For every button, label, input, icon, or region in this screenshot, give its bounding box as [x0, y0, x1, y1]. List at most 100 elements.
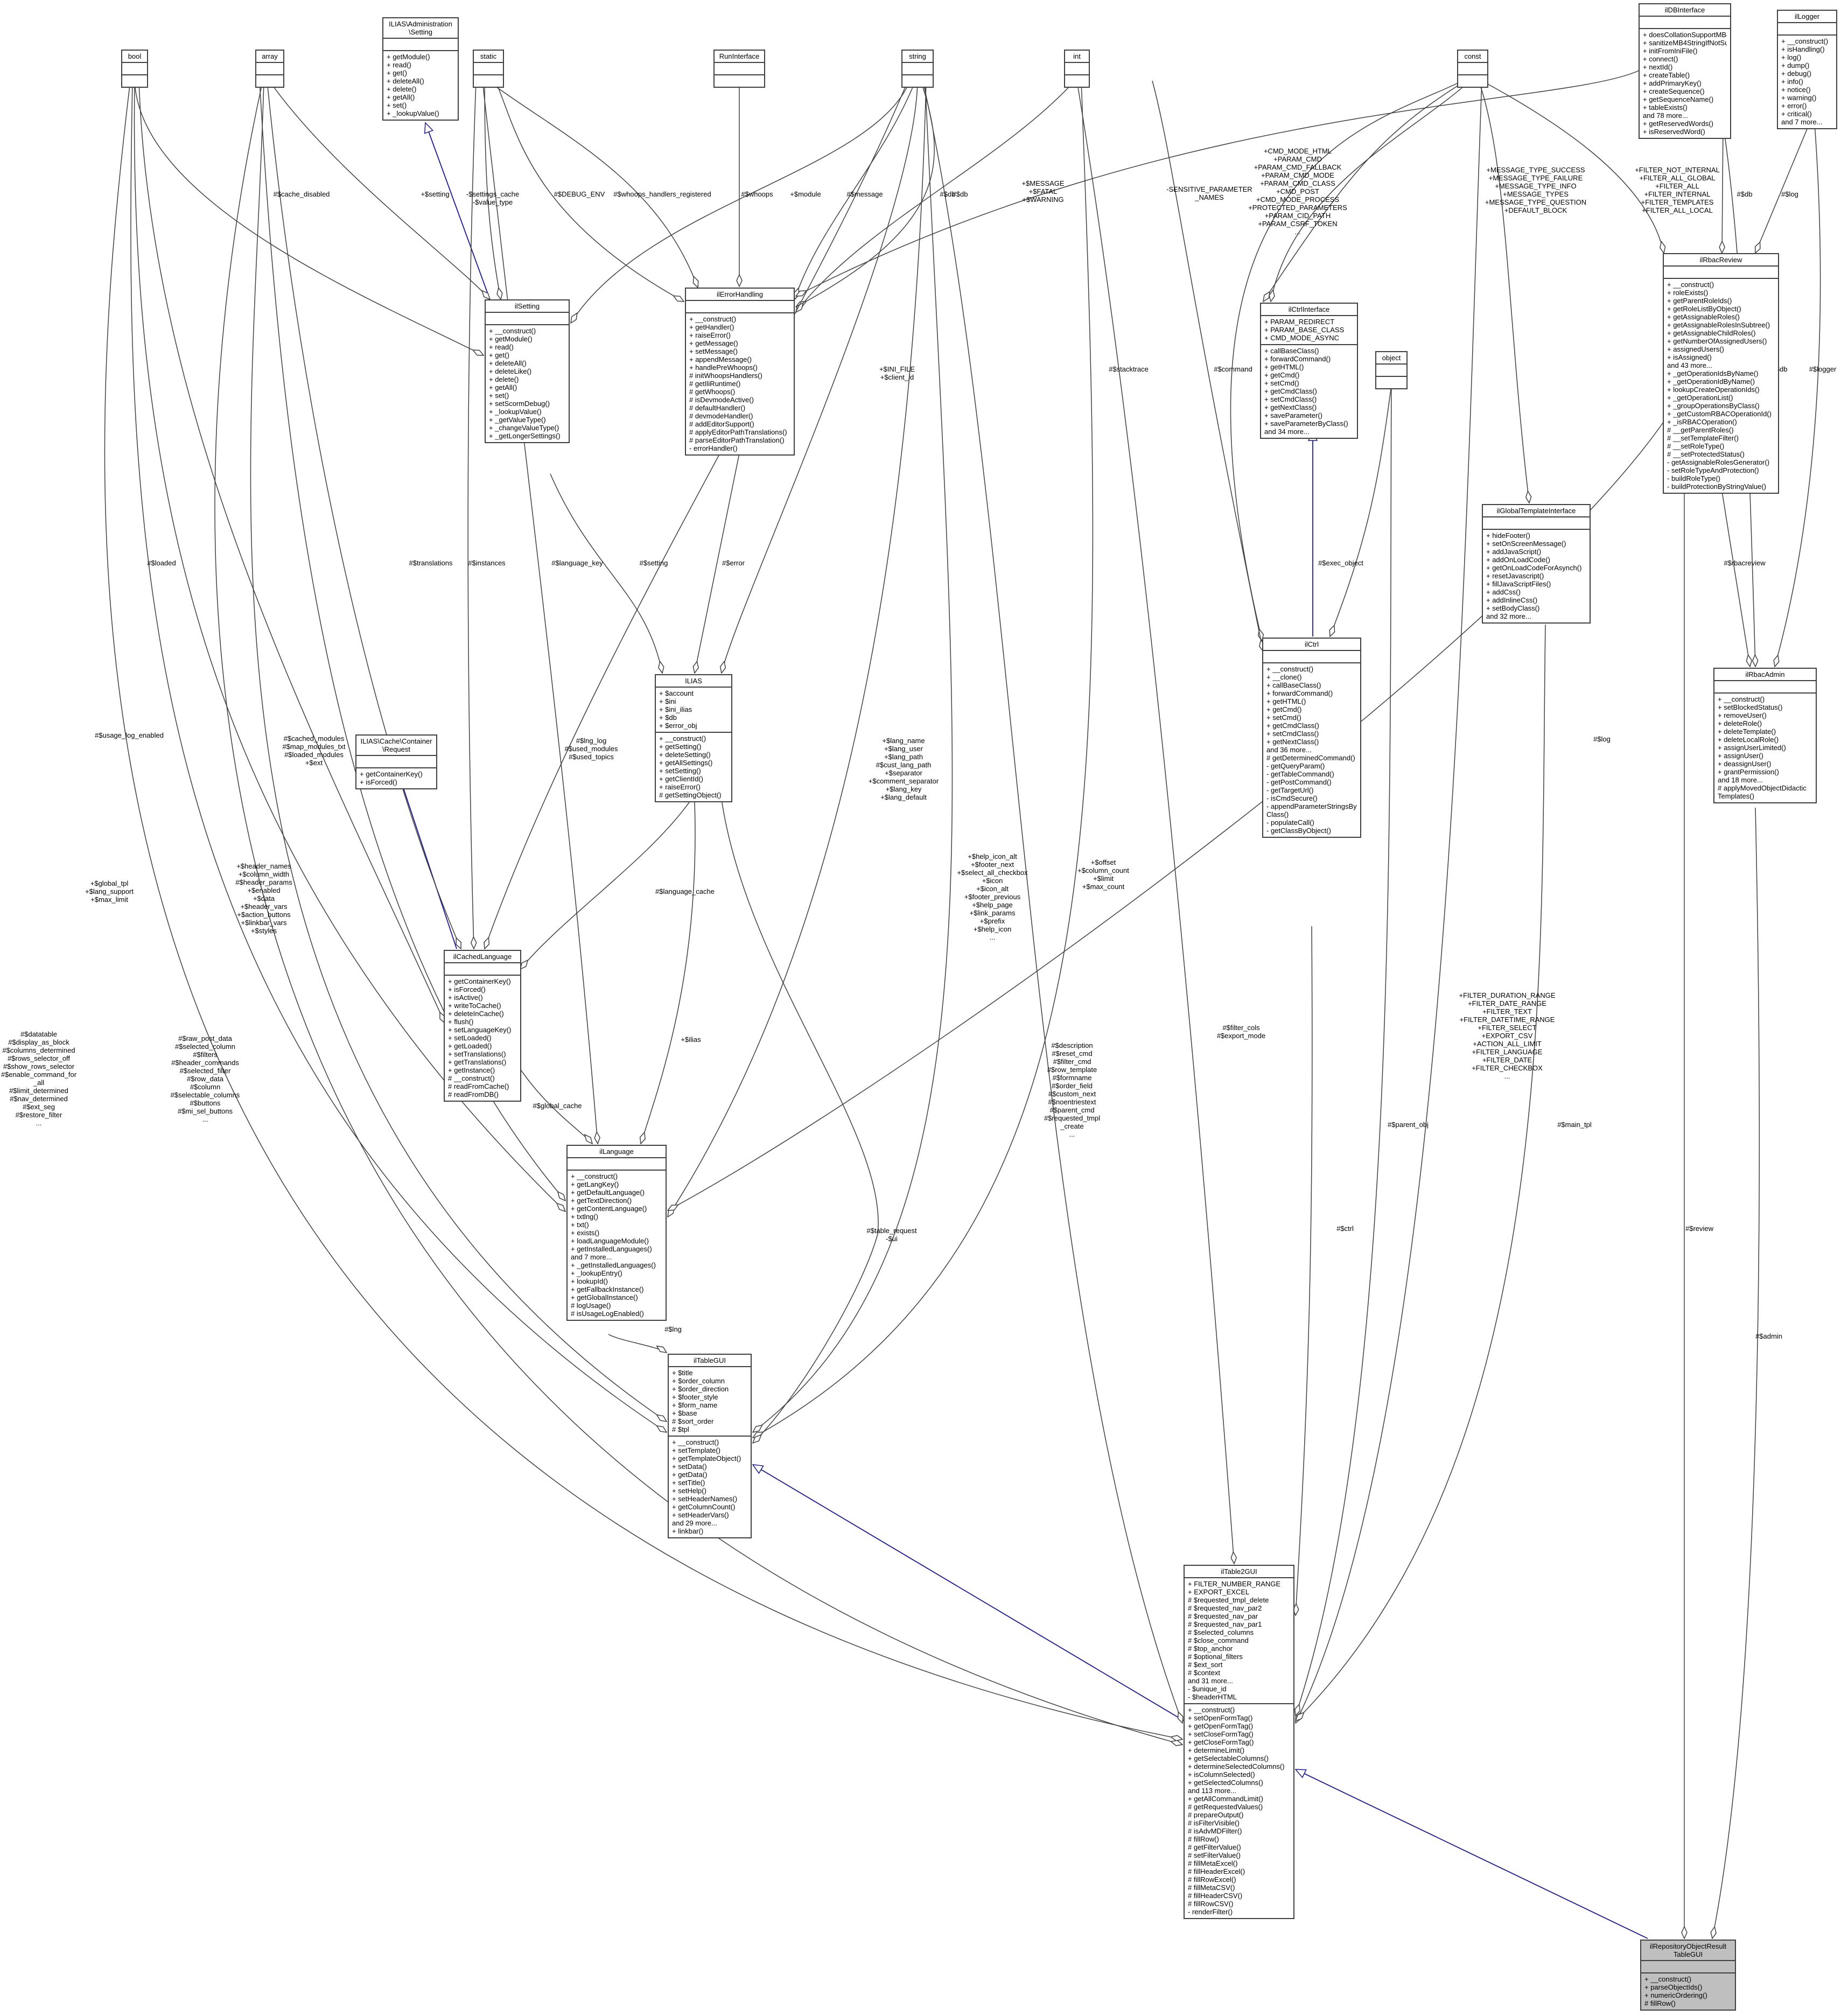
class-member: # isDevmodeActive()	[689, 396, 754, 404]
class-iltable2gui[interactable]: ilTable2GUI + FILTER_NUMBER_RANGE+ EXPOR…	[1184, 1565, 1294, 1919]
association-edge-ilias_var	[641, 802, 696, 1144]
class-methods: + __construct()+ getModule()+ read()+ ge…	[486, 324, 569, 442]
class-attributes	[1376, 363, 1406, 376]
class-member: + setTemplate()	[672, 1446, 720, 1454]
class-title: ilRbacReview	[1699, 256, 1742, 264]
class-ilsetting[interactable]: ilSetting + __construct()+ getModule()+ …	[485, 299, 570, 443]
class-member: + grantPermission()	[1718, 768, 1779, 776]
class-member: + $base	[672, 1409, 697, 1417]
class-member: + getGlobalInstance()	[571, 1293, 638, 1301]
class-member: + deassignUser()	[1718, 760, 1772, 768]
class-member: + setBlockedStatus()	[1718, 703, 1783, 711]
inheritance-edge	[397, 770, 457, 949]
association-edge-db3	[796, 69, 1641, 296]
class-member: # fillRow()	[1188, 1835, 1219, 1843]
class-methods: + __construct()+ setOpenFormTag()+ getOp…	[1185, 1703, 1293, 1918]
class-ilias-cache-container-request[interactable]: ILIAS\Cache\Container \Request + getCont…	[355, 734, 437, 789]
class-title: ilGlobalTemplateInterface	[1496, 507, 1576, 515]
class-member: + getModule()	[489, 335, 533, 343]
edge-label-raw_post: #$raw_post_data#$selected_column#$filter…	[171, 1034, 240, 1123]
association-edge-admin	[1712, 807, 1760, 1938]
class-attributes: + $title+ $order_column+ $order_directio…	[669, 1366, 751, 1436]
class-member: + getSelectedColumns()	[1188, 1779, 1263, 1787]
class-member: + getCmd()	[1266, 705, 1302, 713]
class-member: + getParentRoleIds()	[1667, 297, 1732, 305]
class-iltablegui[interactable]: ilTableGUI + $title+ $order_column+ $ord…	[668, 1354, 752, 1538]
class-member: # fillMetaExcel()	[1188, 1859, 1238, 1867]
class-member: + flush()	[448, 1018, 474, 1026]
class-member: + getNextClass()	[1264, 403, 1317, 411]
class-title: ilCachedLanguage	[453, 953, 512, 961]
class-member: + _getOperationList()	[1667, 394, 1733, 402]
class-member: + setOpenFormTag()	[1188, 1714, 1253, 1722]
class-title: bool	[128, 52, 142, 60]
class-member: - getTableCommand()	[1266, 770, 1334, 778]
class-member: and 7 more...	[571, 1253, 612, 1261]
class-member: # $context	[1188, 1669, 1220, 1677]
class-title: object	[1382, 354, 1401, 362]
class-member: # getRequestedValues()	[1188, 1803, 1263, 1811]
class-member: + setCmdClass()	[1264, 395, 1317, 403]
class-static[interactable]: static	[473, 50, 504, 88]
class-attributes: + FILTER_NUMBER_RANGE+ EXPORT_EXCEL# $re…	[1185, 1577, 1293, 1703]
class-methods: + __construct()+ roleExists()+ getParent…	[1664, 278, 1778, 493]
class-member: + deleteAll()	[489, 359, 527, 367]
class-title: int	[1073, 52, 1081, 60]
class-member: + $error_obj	[659, 722, 697, 730]
class-array[interactable]: array	[255, 50, 284, 88]
class-member: # getDeterminedCommand()	[1266, 754, 1355, 762]
class-member: + setOnScreenMessage()	[1486, 540, 1566, 548]
class-member: # applyEditorPathTranslations()	[689, 428, 787, 436]
class-int[interactable]: int	[1064, 50, 1090, 88]
class-ilglobaltemplateinterface[interactable]: ilGlobalTemplateInterface + hideFooter()…	[1482, 504, 1591, 624]
edge-label-logger: #$logger	[1809, 365, 1837, 373]
association-edge-usage_log	[134, 80, 565, 1212]
class-ilrbacreview[interactable]: ilRbacReview + __construct()+ roleExists…	[1663, 253, 1779, 494]
class-attributes	[1778, 22, 1836, 34]
class-member: + loadLanguageModule()	[571, 1237, 649, 1245]
class-illanguage[interactable]: ilLanguage + __construct()+ getLangKey()…	[566, 1145, 667, 1321]
class-member: + PARAM_BASE_CLASS	[1264, 326, 1345, 334]
class-bool[interactable]: bool	[121, 50, 148, 88]
class-member: + deleteTemplate()	[1718, 727, 1776, 736]
class-member: and 31 more...	[1188, 1677, 1233, 1685]
edge-label-whoops_handlers: #$whoops_handlers_registered	[613, 190, 711, 198]
class-member: + __construct()	[1667, 281, 1714, 289]
class-ilias-administration-setting[interactable]: ILIAS\Administration \Setting + getModul…	[382, 17, 459, 121]
class-ilcachedlanguage[interactable]: ilCachedLanguage + getContainerKey()+ is…	[444, 950, 521, 1102]
edge-labels: #$cache_disabled+$setting-$settings_cach…	[1, 147, 1837, 1340]
inheritance-edge	[753, 1465, 1188, 1724]
class-member: - renderFilter()	[1188, 1908, 1233, 1916]
class-member: + appendMessage()	[689, 355, 752, 363]
class-member: + __construct()	[1644, 1975, 1692, 1983]
class-title: ILIAS\Cache\Container \Request	[360, 737, 432, 753]
class-member: + callBaseClass()	[1264, 347, 1319, 355]
class-ilerrorhandling[interactable]: ilErrorHandling + __construct()+ getHand…	[685, 288, 795, 456]
class-member: + warning()	[1781, 94, 1817, 102]
class-const[interactable]: const	[1457, 50, 1488, 88]
class-member: + getCmdClass()	[1266, 722, 1319, 730]
class-methods	[1458, 74, 1487, 87]
class-ilias[interactable]: ILIAS + $account+ $ini+ $ini_ilias+ $db+…	[655, 674, 732, 802]
class-string[interactable]: string	[901, 50, 934, 88]
class-ilctrl[interactable]: ilCtrl + __construct()+ __clone()+ callB…	[1262, 638, 1361, 838]
association-edge-message_fatal	[796, 80, 1075, 312]
class-member: + addPrimaryKey()	[1643, 79, 1702, 87]
class-member: # fillRow()	[1644, 1999, 1676, 2007]
edge-label-cmd_consts: +CMD_MODE_HTML+PARAM_CMD+PARAM_CMD_FALLB…	[1248, 147, 1347, 236]
class-member: + getSetting()	[659, 743, 702, 751]
class-ilrepositoryobjectresulttablegui[interactable]: ilRepositoryObjectResult TableGUI + __co…	[1640, 1940, 1736, 2011]
class-ilrbacadmin[interactable]: ilRbacAdmin + __construct()+ setBlockedS…	[1713, 668, 1817, 803]
association-edge-offset	[753, 80, 1094, 1438]
class-member: + setCmdClass()	[1266, 730, 1319, 738]
class-title: ilTable2GUI	[1221, 1567, 1257, 1576]
class-member: + writeToCache()	[448, 1002, 501, 1010]
class-ildbinterface[interactable]: ilDBInterface + doesCollationSupportMB4S…	[1639, 3, 1731, 139]
class-ilctrlinterface[interactable]: ilCtrlInterface + PARAM_REDIRECT+ PARAM_…	[1260, 303, 1358, 439]
class-runinterface[interactable]: RunInterface	[713, 50, 765, 88]
class-object[interactable]: object	[1375, 351, 1408, 389]
class-illogger[interactable]: ilLogger + __construct()+ isHandling()+ …	[1777, 10, 1837, 129]
class-member: # isFilterVisible()	[1188, 1819, 1240, 1827]
class-methods	[122, 74, 147, 87]
class-methods: + callBaseClass()+ forwardCommand()+ get…	[1261, 344, 1357, 438]
